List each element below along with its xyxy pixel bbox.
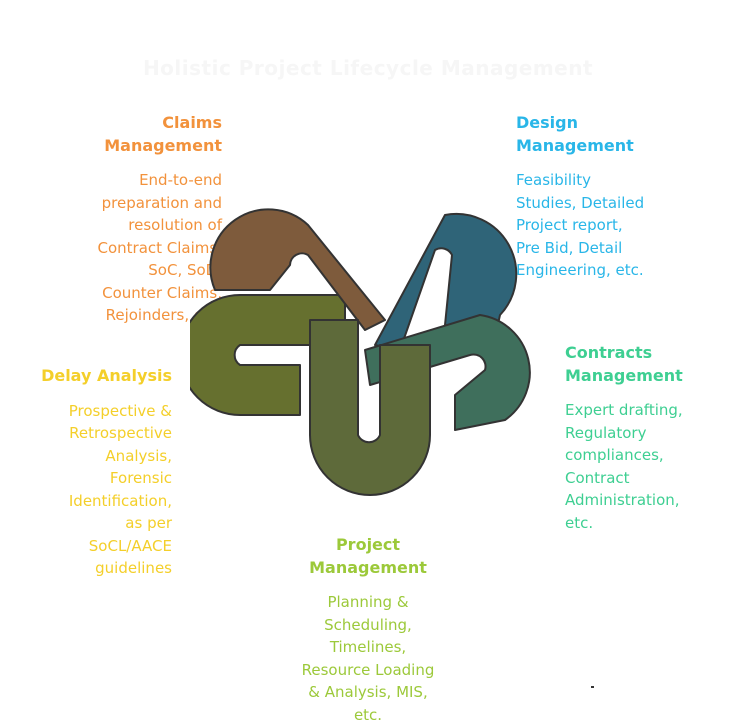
loop-delay-analysis bbox=[190, 294, 346, 416]
delay-description: Prospective & Retrospective Analysis, Fo… bbox=[68, 401, 172, 578]
project-description: Planning & Scheduling, Timelines, Resour… bbox=[301, 593, 435, 724]
project-management-block: Project Management Planning & Scheduling… bbox=[268, 534, 468, 726]
contracts-heading: Contracts Management bbox=[565, 343, 683, 385]
project-heading: Project Management bbox=[309, 535, 427, 577]
delay-heading: Delay Analysis bbox=[41, 366, 172, 385]
contracts-description: Expert drafting, Regulatory compliances,… bbox=[565, 401, 683, 532]
design-heading: Design Management bbox=[516, 113, 634, 155]
stray-mark bbox=[591, 686, 594, 688]
loop-claims-management bbox=[209, 208, 386, 331]
contracts-management-block: Contracts Management Expert drafting, Re… bbox=[565, 342, 725, 534]
diagram-title: Holistic Project Lifecycle Management bbox=[142, 56, 594, 80]
loop-contracts-management bbox=[364, 314, 531, 431]
claims-management-block: Claims Management End-to-end preparation… bbox=[40, 112, 223, 327]
design-description: Feasibility Studies, Detailed Project re… bbox=[516, 171, 645, 279]
claims-description: End-to-end preparation and resolution of… bbox=[97, 171, 223, 324]
delay-analysis-block: Delay Analysis Prospective & Retrospecti… bbox=[10, 365, 172, 580]
claims-heading: Claims Management bbox=[104, 113, 222, 155]
loop-project-management bbox=[309, 319, 431, 496]
interlocking-loops-diagram bbox=[190, 208, 531, 496]
design-management-block: Design Management Feasibility Studies, D… bbox=[516, 112, 716, 282]
